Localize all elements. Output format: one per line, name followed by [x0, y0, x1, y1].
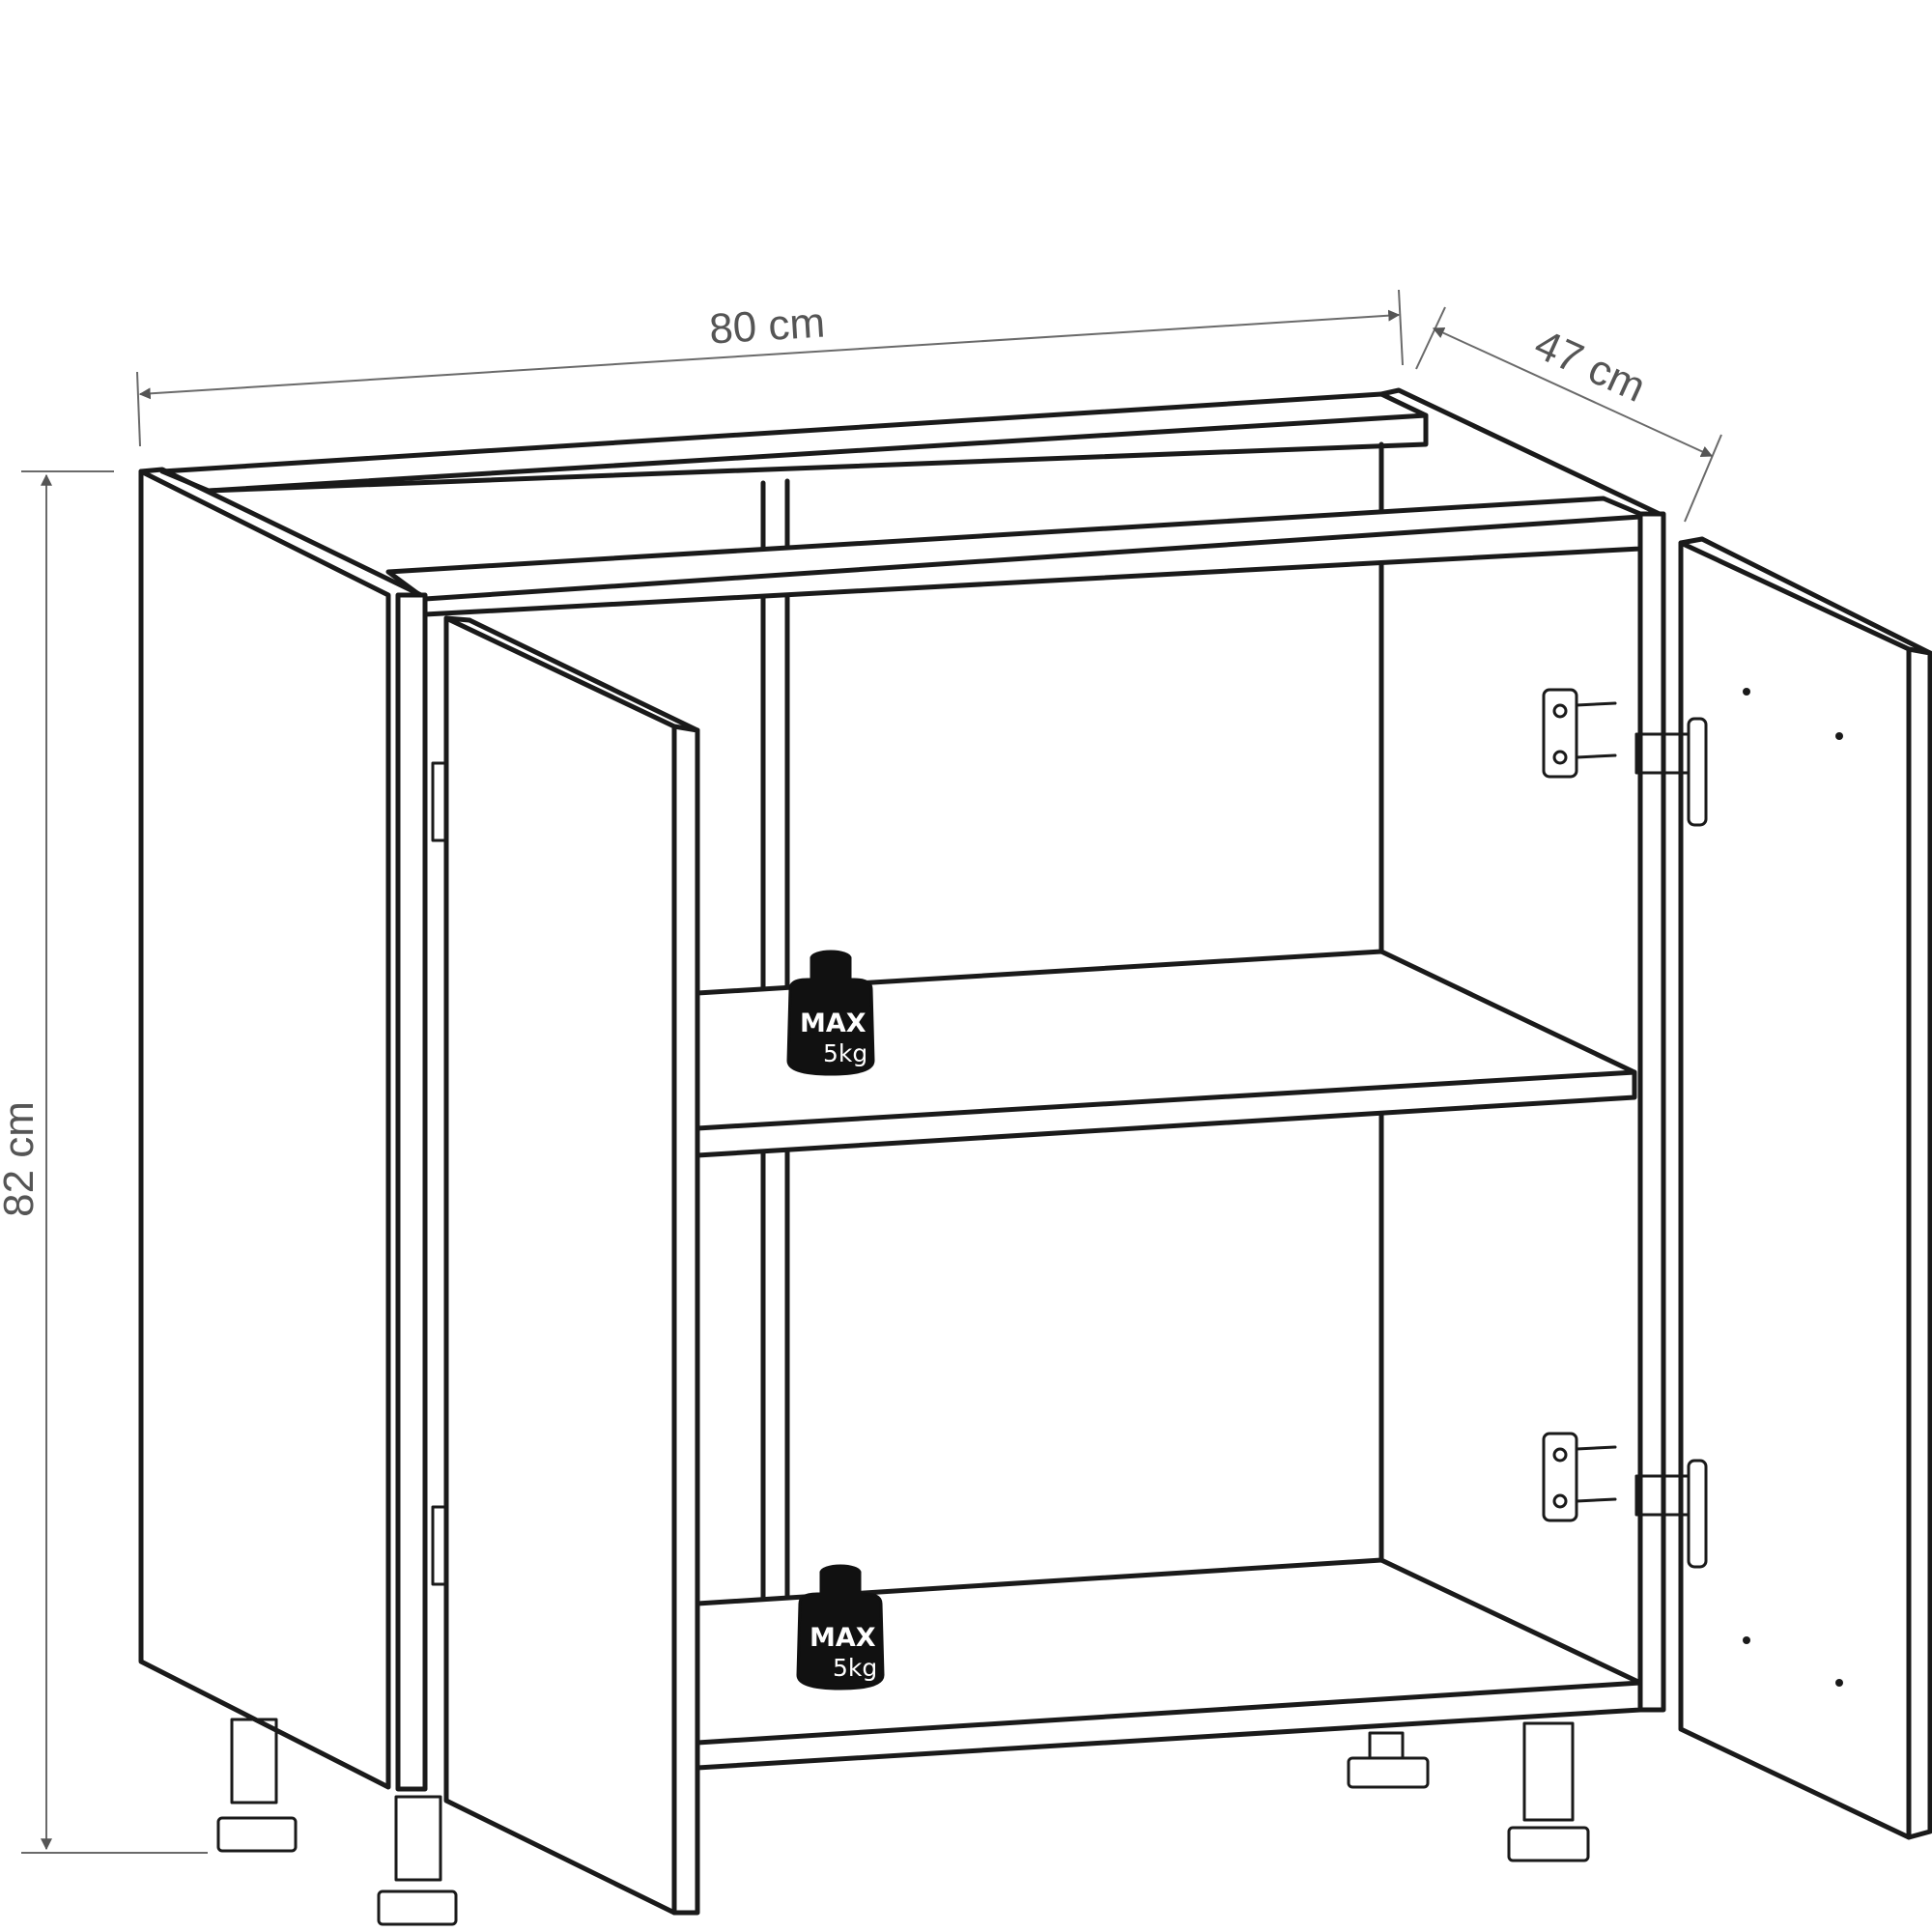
leg-icon: [1507, 1721, 1590, 1862]
leg-icon: [216, 1718, 298, 1853]
weight-icon: MAX 5kg: [786, 950, 875, 1076]
shelf-max-label: MAX: [810, 1623, 876, 1653]
dimension-arrow-icon: [138, 309, 1401, 400]
left-door: [443, 615, 700, 1916]
dimension-arrow-icon: [1432, 327, 1714, 457]
hinge-icon: [1542, 688, 1708, 827]
depth-dimension: 47 cm: [1415, 306, 1722, 523]
shelf-load-label: 5kg: [823, 1039, 867, 1067]
hinge-icon: [1542, 1432, 1708, 1569]
leg-icon: [377, 1795, 458, 1926]
shelf-max-label: MAX: [800, 1009, 867, 1038]
weight-icon: MAX 5kg: [796, 1564, 885, 1690]
height-label: 82 cm: [0, 1101, 43, 1217]
height-dimension: 82 cm: [0, 470, 208, 1854]
cabinet-carcass: [138, 387, 1666, 1792]
width-label: 80 cm: [708, 298, 827, 353]
leg-icon: [1347, 1731, 1430, 1789]
right-door: [1678, 536, 1932, 1840]
depth-label: 47 cm: [1527, 321, 1652, 412]
shelf-load-label: 5kg: [833, 1654, 877, 1682]
width-dimension: 80 cm: [136, 289, 1404, 447]
